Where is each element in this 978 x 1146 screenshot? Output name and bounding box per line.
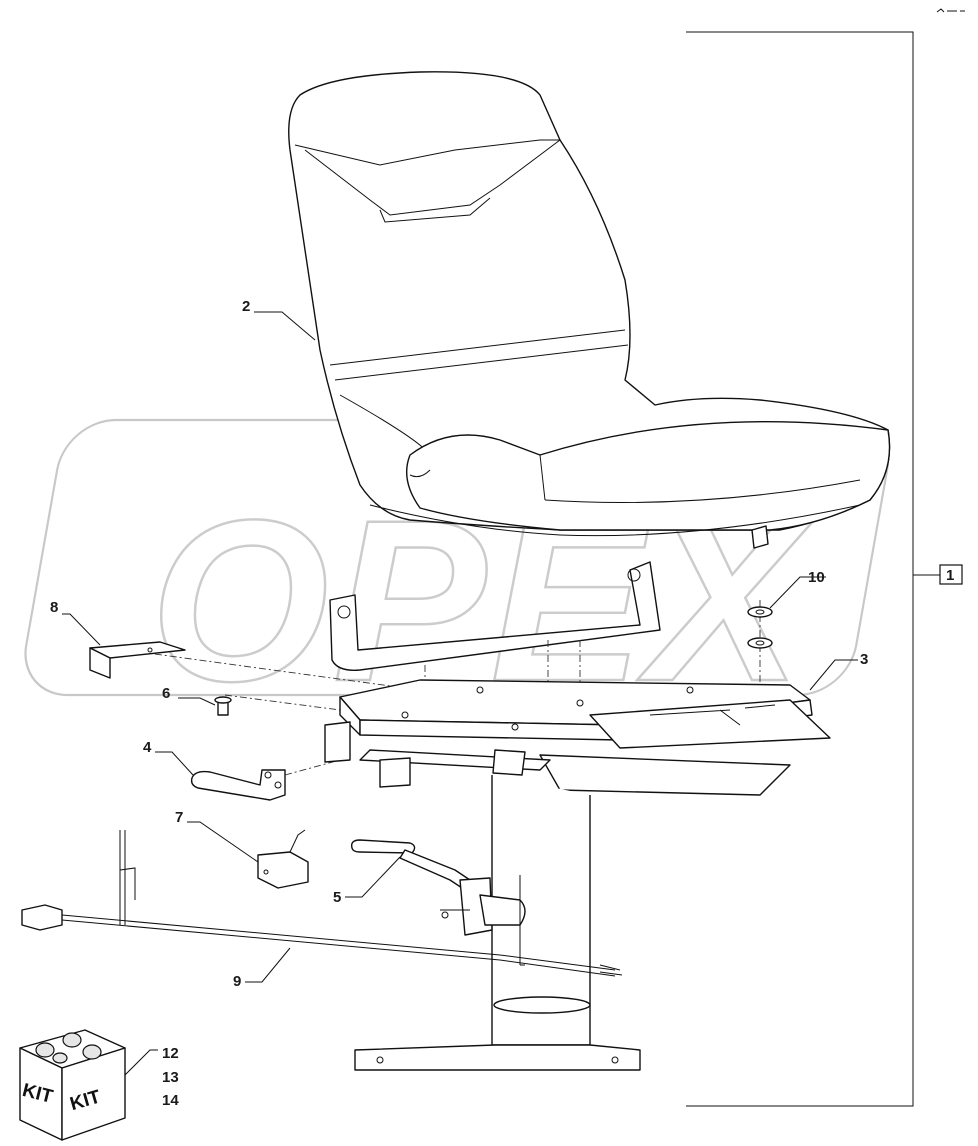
callout-7: 7 [175, 809, 183, 826]
callout-2: 2 [242, 298, 250, 315]
callout-8: 8 [50, 599, 58, 616]
corner-mark [936, 8, 965, 13]
callout-4: 4 [143, 739, 152, 756]
wire-harness [21, 830, 623, 977]
leader-lines [62, 311, 858, 1076]
slide-rail-plate [324, 679, 831, 796]
bolt [214, 696, 232, 716]
callout-3: 3 [860, 651, 868, 668]
seat-pedestal [354, 775, 641, 1071]
callout-5: 5 [333, 889, 341, 906]
adjust-lever [350, 839, 526, 966]
release-handle [190, 769, 286, 801]
callout-9: 9 [233, 973, 241, 990]
callout-1: 1 [946, 567, 954, 584]
mounting-plate [89, 641, 186, 679]
kit-box: KIT KIT [19, 1029, 126, 1141]
assembly-bracket [686, 31, 963, 1107]
callout-10: 10 [808, 569, 825, 586]
callout-13: 13 [162, 1069, 179, 1086]
seat-switch [257, 829, 309, 889]
callout-12: 12 [162, 1045, 179, 1062]
callout-14: 14 [162, 1092, 179, 1109]
seat-cushion [288, 71, 891, 549]
seat-frame-bracket [329, 561, 661, 671]
callout-6: 6 [162, 685, 170, 702]
washers [747, 606, 773, 649]
